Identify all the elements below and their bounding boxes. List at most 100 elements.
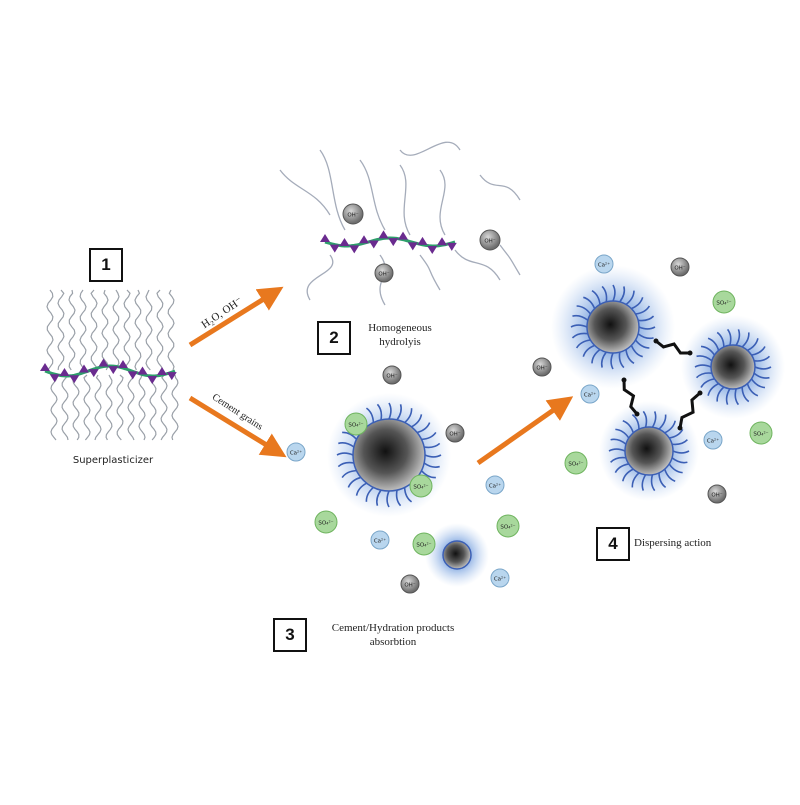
- anionic-group: [69, 375, 80, 384]
- adsorbed-chain: [671, 439, 688, 446]
- side-chain: [279, 169, 331, 216]
- adsorbed-chain: [619, 286, 626, 303]
- hydroxide-ion: [707, 484, 727, 504]
- adsorbed-chain: [575, 339, 591, 349]
- calcium-ion-label: Ca²⁺: [374, 538, 386, 545]
- cement-grain: [442, 540, 472, 570]
- anionic-group: [398, 231, 408, 240]
- hydroxide-ion: [445, 423, 465, 443]
- hydroxide-ion-label: OH⁻: [674, 266, 685, 272]
- polymer-backbone: [44, 364, 176, 378]
- adsorbed-chain: [582, 344, 595, 357]
- adsorbed-chain: [342, 431, 358, 440]
- adsorbed-chain: [591, 348, 601, 364]
- adsorbed-chain: [622, 420, 635, 434]
- adsorbed-chain: [622, 468, 634, 482]
- sulfate-ion-label: SO₄²⁻: [318, 520, 333, 527]
- step-2-box: 2: [317, 321, 351, 355]
- adsorbed-chain: [625, 349, 635, 365]
- hydroxide-ion-label: OH⁻: [711, 493, 722, 499]
- adsorbed-chain: [637, 333, 654, 340]
- cement-grain: [586, 300, 640, 354]
- side-chain: [127, 374, 135, 441]
- anionic-group: [417, 236, 428, 245]
- anionic-group: [166, 372, 177, 381]
- side-chain: [79, 289, 87, 371]
- anionic-group: [427, 245, 438, 254]
- calcium-ion-label: Ca²⁺: [707, 438, 719, 445]
- adsorbed-chain: [726, 328, 732, 346]
- step-3-label: Cement/Hydration products absorbtion: [308, 622, 478, 650]
- adsorbed-chain: [610, 438, 627, 445]
- adsorbed-chain: [747, 338, 759, 352]
- adsorbed-chain: [403, 487, 413, 503]
- cement-grain: [624, 426, 674, 476]
- sulfate-ion: [412, 532, 436, 556]
- step-2-label: Homogeneous hydrolyis: [345, 322, 455, 350]
- side-chain: [419, 254, 441, 291]
- side-chain: [83, 374, 91, 441]
- side-chain: [68, 289, 76, 371]
- hydroxide-ion-label: OH⁻: [386, 374, 397, 380]
- side-chain: [160, 374, 168, 441]
- calcium-ion-label: Ca²⁺: [598, 262, 610, 269]
- step-3-box: 3: [273, 618, 307, 652]
- adsorbed-chain: [355, 482, 367, 496]
- step-1-box: 1: [89, 248, 123, 282]
- adsorbed-chain: [746, 383, 759, 397]
- anionic-group: [118, 360, 128, 369]
- side-chain: [454, 249, 501, 281]
- sulfate-ion-label: SO₄²⁻: [500, 524, 515, 531]
- anionic-group: [320, 234, 330, 242]
- side-chain: [171, 374, 179, 441]
- hydroxide-ion: [532, 357, 552, 377]
- hydrolysed-molecule: [279, 141, 521, 306]
- dispersed-cement-grains: [551, 265, 785, 501]
- repulsion-arrow-end: [621, 377, 627, 383]
- adsorbed-chain: [347, 476, 362, 488]
- adsorbed-chain: [741, 386, 750, 403]
- anionic-group: [98, 358, 109, 367]
- anionic-group: [349, 245, 360, 254]
- sulfate-ion: [712, 290, 736, 314]
- adsorbed-chain: [750, 378, 766, 389]
- adsorbed-chain: [634, 339, 650, 349]
- adsorbed-chain: [600, 351, 607, 368]
- adsorbed-chain: [395, 489, 402, 507]
- adsorbed-chain: [615, 428, 630, 439]
- step-4-box: 4: [596, 527, 630, 561]
- process-arrow: [188, 286, 284, 348]
- sulfate-ion-label: SO₄²⁻: [753, 431, 768, 438]
- step-1-label: Superplasticizer: [72, 455, 154, 466]
- sulfate-ion-label: SO₄²⁻: [413, 484, 428, 491]
- sulfate-ion: [344, 412, 368, 436]
- adsorbed-chain: [754, 355, 771, 362]
- hydroxide-ion: [342, 203, 364, 225]
- anionic-group: [79, 364, 89, 373]
- side-chain: [116, 374, 124, 441]
- adsorbed-chain: [614, 463, 629, 474]
- adsorbed-chain: [664, 420, 676, 434]
- side-chain: [399, 141, 461, 156]
- side-chain: [105, 374, 113, 441]
- calcium-ion: [580, 384, 600, 404]
- adsorbed-chain: [625, 290, 635, 306]
- adsorbed-chain: [337, 461, 355, 468]
- adsorbed-chain: [638, 315, 655, 322]
- adsorbed-chain: [668, 463, 683, 474]
- anionic-group: [359, 235, 369, 244]
- step-3-label-line1: Cement/Hydration products: [331, 622, 455, 634]
- side-chain: [499, 244, 521, 276]
- step-4-label: Dispersing action: [634, 537, 712, 549]
- adsorbed-chain: [631, 297, 644, 310]
- repulsion-arrow-end: [653, 338, 659, 344]
- step-3-number: 3: [285, 625, 295, 644]
- side-chain: [359, 159, 386, 231]
- adsorbed-chain: [610, 352, 614, 370]
- adsorbed-chain: [754, 366, 772, 370]
- anionic-group: [339, 237, 350, 246]
- hydroxide-ion: [374, 263, 394, 283]
- adsorbed-chain: [700, 378, 715, 388]
